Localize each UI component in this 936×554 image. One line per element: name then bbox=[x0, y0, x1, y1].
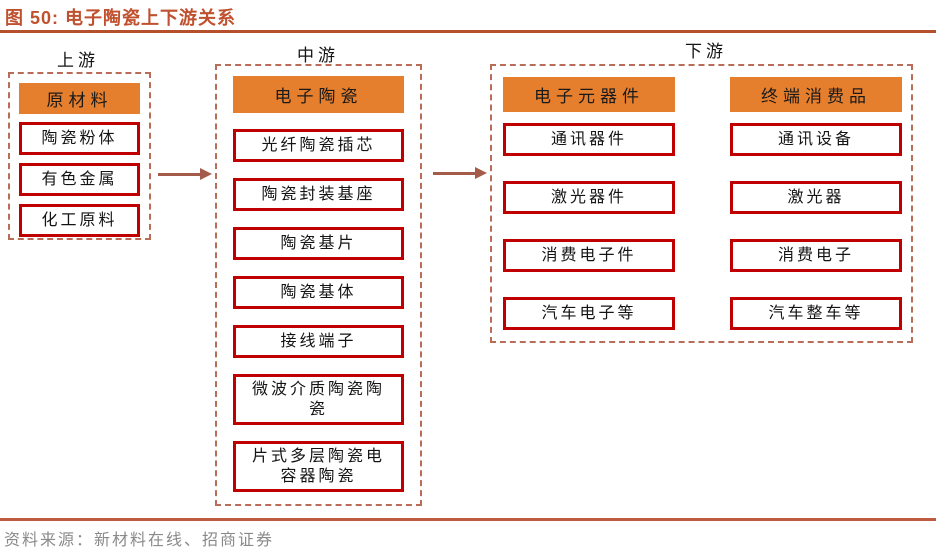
title-divider bbox=[0, 30, 936, 33]
downstream-node: 通讯设备 bbox=[730, 123, 902, 156]
bottom-divider bbox=[0, 518, 936, 521]
midstream-panel: 电子陶瓷 光纤陶瓷插芯 陶瓷封装基座 陶瓷基片 陶瓷基体 接线端子 微波介质陶瓷… bbox=[215, 64, 422, 506]
midstream-node: 陶瓷基体 bbox=[233, 276, 404, 309]
midstream-node: 陶瓷基片 bbox=[233, 227, 404, 260]
upstream-node: 有色金属 bbox=[19, 163, 140, 196]
downstream-section-label: 下游 bbox=[685, 42, 727, 61]
midstream-node: 微波介质陶瓷陶瓷 bbox=[233, 374, 404, 425]
figure-title: 图 50: 电子陶瓷上下游关系 bbox=[5, 8, 237, 28]
midstream-header: 电子陶瓷 bbox=[233, 76, 404, 113]
downstream-node: 通讯器件 bbox=[503, 123, 675, 156]
downstream-consumer-header: 终端消费品 bbox=[730, 77, 902, 112]
downstream-node: 汽车整车等 bbox=[730, 297, 902, 330]
midstream-node: 接线端子 bbox=[233, 325, 404, 358]
upstream-header: 原材料 bbox=[19, 83, 140, 114]
downstream-panel: 电子元器件 通讯器件 激光器件 消费电子件 汽车电子等 终端消费品 通讯设备 激… bbox=[490, 64, 913, 343]
downstream-node: 汽车电子等 bbox=[503, 297, 675, 330]
midstream-node: 陶瓷封装基座 bbox=[233, 178, 404, 211]
upstream-node: 陶瓷粉体 bbox=[19, 122, 140, 155]
midstream-node: 光纤陶瓷插芯 bbox=[233, 129, 404, 162]
downstream-node: 激光器件 bbox=[503, 181, 675, 214]
upstream-to-midstream-arrow-icon bbox=[158, 168, 212, 180]
downstream-components-header: 电子元器件 bbox=[503, 77, 675, 112]
midstream-to-downstream-arrow-icon bbox=[433, 167, 487, 179]
midstream-section-label: 中游 bbox=[297, 46, 339, 65]
downstream-node: 消费电子件 bbox=[503, 239, 675, 272]
upstream-section-label: 上游 bbox=[57, 51, 99, 70]
source-attribution: 资料来源：新材料在线、招商证券 bbox=[4, 532, 275, 549]
midstream-node: 片式多层陶瓷电容器陶瓷 bbox=[233, 441, 404, 492]
upstream-panel: 原材料 陶瓷粉体 有色金属 化工原料 bbox=[8, 72, 151, 240]
downstream-node: 激光器 bbox=[730, 181, 902, 214]
downstream-node: 消费电子 bbox=[730, 239, 902, 272]
downstream-consumer-column: 终端消费品 通讯设备 激光器 消费电子 汽车整车等 bbox=[730, 77, 902, 330]
downstream-components-column: 电子元器件 通讯器件 激光器件 消费电子件 汽车电子等 bbox=[503, 77, 675, 330]
upstream-node: 化工原料 bbox=[19, 204, 140, 237]
